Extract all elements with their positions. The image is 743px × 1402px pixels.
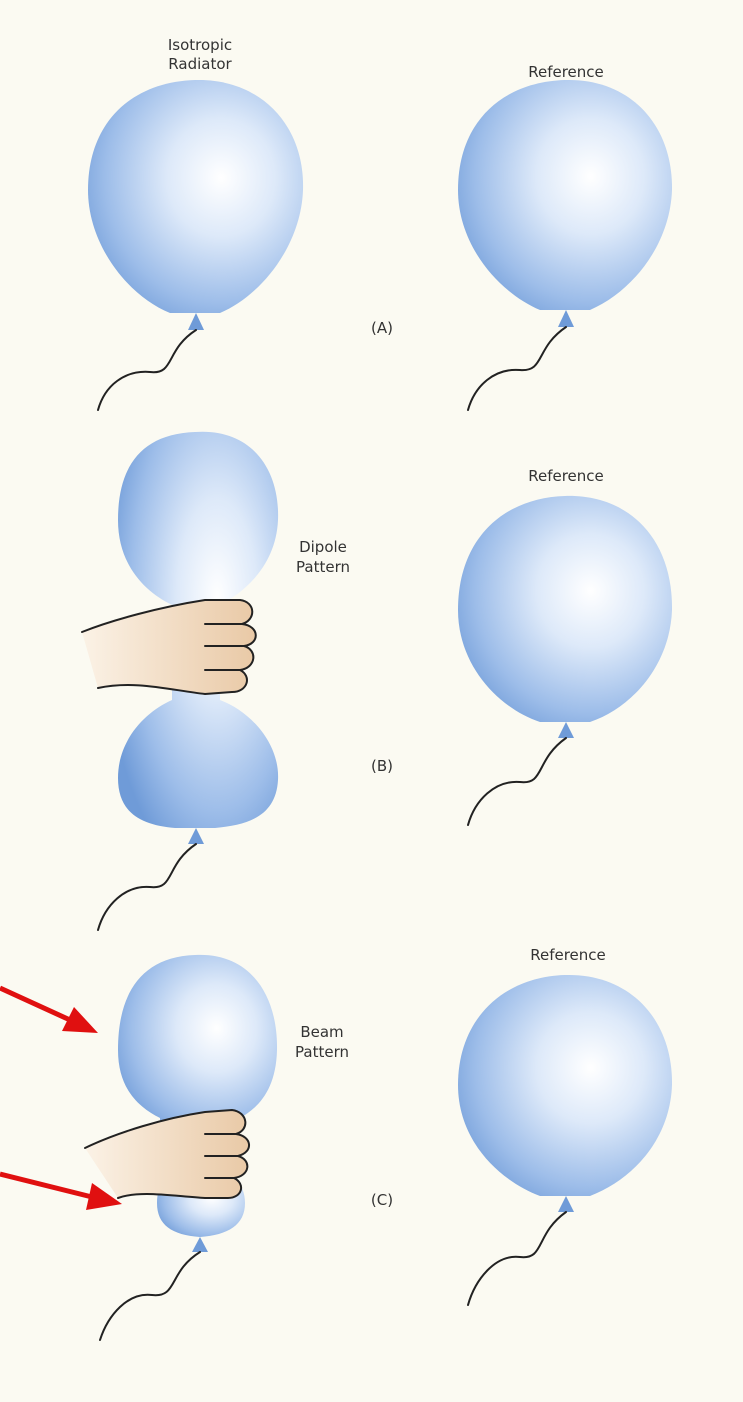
panel-c-right-label: Reference [530,946,606,964]
balloon-string [98,844,196,930]
reference-balloon [458,80,672,310]
balloon-knot [192,1237,208,1252]
balloon-string [100,1252,200,1340]
hand-icon [85,1110,249,1198]
panel-b: Dipole Pattern Reference (B) [82,432,672,930]
balloon-string [468,1212,566,1305]
hand-icon [82,600,256,694]
balloon-string [468,327,566,410]
balloon-knot [558,1196,574,1212]
annotation-arrows [0,988,122,1210]
balloon-string [98,330,196,410]
reference-balloon [458,496,672,722]
panel-c-left-label-line-2: Pattern [295,1043,349,1061]
panel-a-caption: (A) [371,319,393,337]
panel-a: Isotropic Radiator Reference (A) [88,36,672,410]
panel-c-caption: (C) [371,1191,393,1209]
balloon-knot [558,310,574,327]
panel-a-right-label: Reference [528,63,604,81]
panel-a-left-label-line-2: Radiator [168,55,232,73]
panel-c: Beam Pattern Reference (C) [85,946,672,1340]
panel-a-left-label-line-1: Isotropic [168,36,232,54]
panel-b-left-label-line-2: Pattern [296,558,350,576]
balloon-string [468,738,566,825]
arrow-to-back-lobe [0,1174,122,1210]
balloon-knot [558,722,574,738]
isotropic-balloon [88,80,303,313]
panel-b-left-label-line-1: Dipole [299,538,347,556]
panel-b-right-label: Reference [528,467,604,485]
arrow-to-main-lobe [0,988,98,1033]
beam-balloon [118,955,277,1130]
panel-b-caption: (B) [371,757,393,775]
balloon-knot [188,313,204,330]
balloon-knot [188,828,204,844]
panel-c-left-label-line-1: Beam [300,1023,343,1041]
reference-balloon [458,975,672,1196]
